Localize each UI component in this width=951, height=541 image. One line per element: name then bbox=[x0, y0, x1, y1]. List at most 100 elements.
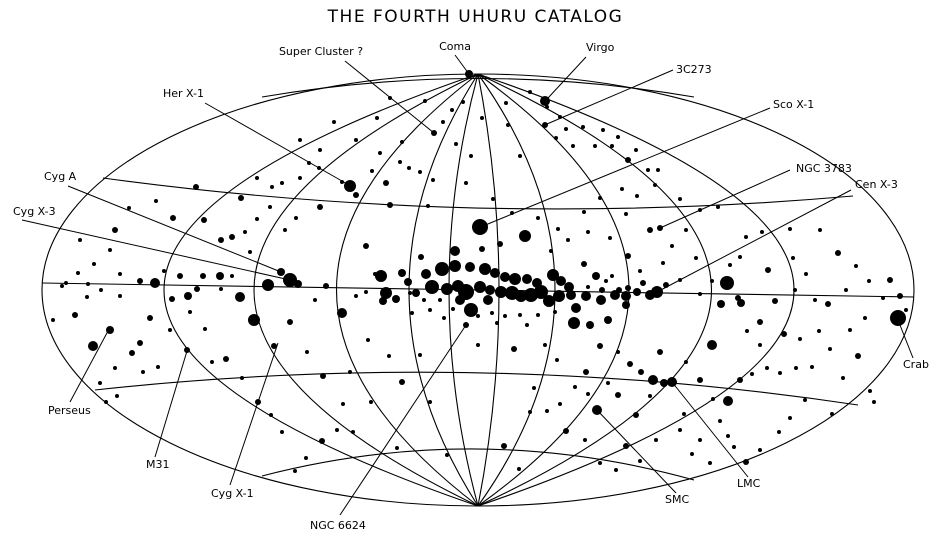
leader-virgo bbox=[547, 56, 587, 99]
x-ray-source bbox=[451, 307, 455, 311]
x-ray-source bbox=[744, 235, 748, 239]
x-ray-source bbox=[383, 180, 389, 186]
x-ray-source bbox=[663, 282, 669, 288]
x-ray-source bbox=[620, 187, 624, 191]
x-ray-source bbox=[519, 230, 531, 242]
map-title: THE FOURTH UHURU CATALOG bbox=[327, 7, 624, 27]
x-ray-source bbox=[583, 369, 589, 375]
x-ray-source bbox=[615, 392, 621, 398]
x-ray-source bbox=[156, 365, 160, 369]
x-ray-source bbox=[627, 361, 633, 367]
x-ray-source bbox=[150, 278, 160, 288]
x-ray-source bbox=[634, 148, 638, 152]
x-ray-source bbox=[534, 285, 548, 299]
x-ray-source bbox=[698, 292, 702, 296]
x-ray-source bbox=[737, 377, 743, 383]
label-coma: Coma bbox=[439, 40, 471, 53]
x-ray-source bbox=[364, 290, 368, 294]
x-ray-source bbox=[313, 298, 317, 302]
x-ray-source bbox=[581, 261, 587, 267]
label-ngc6624: NGC 6624 bbox=[310, 519, 366, 532]
x-ray-source bbox=[483, 295, 493, 305]
x-ray-source bbox=[454, 142, 458, 146]
x-ray-source bbox=[369, 400, 373, 404]
x-ray-source bbox=[604, 316, 612, 324]
x-ray-source bbox=[479, 263, 491, 275]
x-ray-source bbox=[428, 308, 432, 312]
x-ray-source bbox=[682, 412, 686, 416]
x-ray-source bbox=[188, 310, 192, 314]
x-ray-source bbox=[408, 291, 412, 295]
x-ray-source bbox=[85, 295, 89, 299]
x-ray-source bbox=[379, 297, 387, 305]
source-coma bbox=[465, 70, 473, 78]
meridian-line bbox=[408, 73, 479, 507]
x-ray-source bbox=[201, 217, 207, 223]
x-ray-source bbox=[863, 316, 867, 320]
label-cyg-x3: Cyg X-3 bbox=[13, 205, 56, 218]
x-ray-source bbox=[449, 260, 461, 272]
x-ray-source bbox=[765, 267, 771, 273]
x-ray-source bbox=[581, 125, 585, 129]
x-ray-source bbox=[566, 238, 570, 242]
x-ray-source bbox=[510, 211, 514, 215]
meridian-line bbox=[477, 73, 712, 507]
x-ray-source bbox=[262, 279, 274, 291]
x-ray-source bbox=[76, 271, 80, 275]
x-ray-source bbox=[319, 438, 325, 444]
x-ray-source bbox=[536, 216, 540, 220]
x-ray-source bbox=[765, 366, 769, 370]
x-ray-source bbox=[518, 154, 522, 158]
source-ngc6624 bbox=[463, 322, 469, 328]
x-ray-source bbox=[137, 340, 143, 346]
x-ray-source bbox=[509, 273, 521, 285]
x-ray-source bbox=[398, 160, 402, 164]
x-ray-source bbox=[597, 343, 603, 349]
x-ray-source bbox=[98, 381, 102, 385]
x-ray-source bbox=[828, 347, 832, 351]
x-ray-source bbox=[491, 197, 495, 201]
source-crab bbox=[890, 310, 906, 326]
x-ray-source bbox=[633, 288, 641, 296]
x-ray-source bbox=[86, 282, 90, 286]
x-ray-source bbox=[476, 343, 480, 347]
x-ray-source bbox=[625, 285, 631, 291]
x-ray-source bbox=[571, 144, 575, 148]
x-ray-source bbox=[60, 284, 64, 288]
x-ray-source bbox=[818, 228, 822, 232]
x-ray-source bbox=[543, 343, 547, 347]
x-ray-source bbox=[738, 255, 742, 259]
x-ray-source bbox=[543, 295, 555, 307]
x-ray-source bbox=[270, 185, 274, 189]
x-ray-source bbox=[553, 290, 565, 302]
x-ray-source bbox=[728, 263, 732, 267]
x-ray-source bbox=[623, 443, 629, 449]
x-ray-source bbox=[223, 356, 229, 362]
x-ray-source bbox=[248, 250, 252, 254]
x-ray-source bbox=[304, 456, 308, 460]
x-ray-source bbox=[718, 419, 722, 423]
x-ray-source bbox=[757, 319, 763, 325]
x-ray-source bbox=[810, 365, 814, 369]
x-ray-source bbox=[711, 397, 715, 401]
x-ray-source bbox=[400, 140, 404, 144]
x-ray-source bbox=[428, 400, 432, 404]
x-ray-source bbox=[194, 286, 200, 292]
label-lmc: LMC bbox=[737, 477, 761, 490]
x-ray-source bbox=[515, 290, 527, 302]
x-ray-source bbox=[243, 230, 247, 234]
x-ray-source bbox=[495, 286, 507, 298]
x-ray-source bbox=[661, 261, 665, 265]
x-ray-source bbox=[554, 136, 558, 140]
x-ray-source bbox=[563, 428, 569, 434]
x-ray-source bbox=[108, 248, 112, 252]
x-ray-source bbox=[398, 269, 406, 277]
label-sco-x1: Sco X-1 bbox=[773, 98, 814, 111]
x-ray-source bbox=[606, 381, 610, 385]
x-ray-source bbox=[455, 295, 465, 305]
label-m31: M31 bbox=[146, 458, 170, 471]
latitude-line bbox=[94, 371, 859, 406]
x-ray-source bbox=[625, 253, 631, 259]
x-ray-source bbox=[897, 293, 903, 299]
